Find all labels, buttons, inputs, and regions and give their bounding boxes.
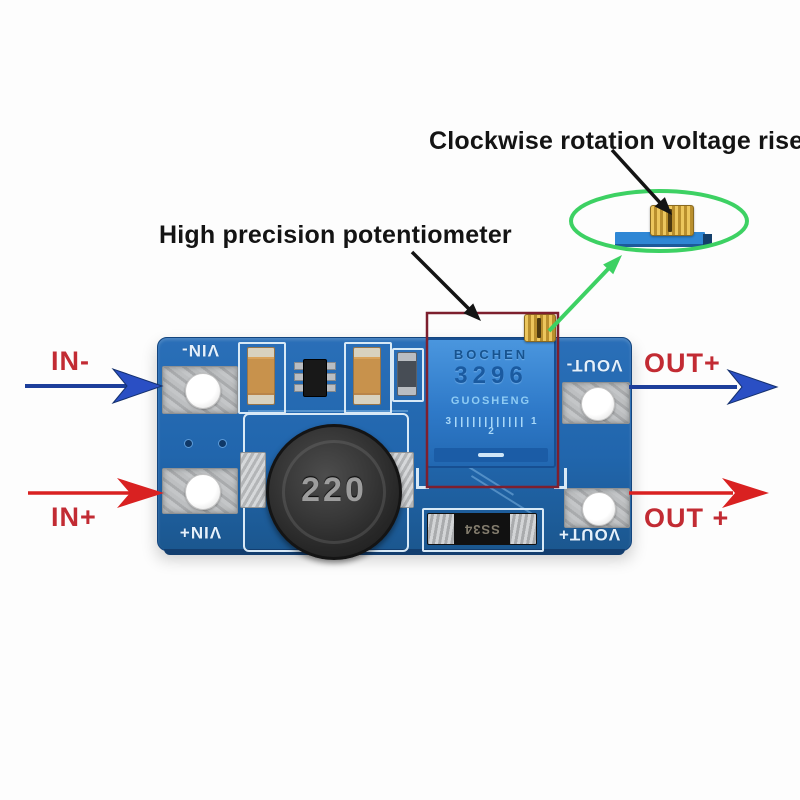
pcb-trace bbox=[248, 410, 408, 412]
silkscreen-vout-minus: VOUT- bbox=[565, 356, 623, 375]
trimpot-brand: BOCHEN bbox=[453, 347, 529, 362]
trimpot-silk-bracket bbox=[554, 468, 567, 489]
pad-hole bbox=[185, 373, 221, 409]
resistor-outline bbox=[392, 348, 424, 402]
potentiometer-note: High precision potentiometer bbox=[159, 221, 512, 249]
pad-hole bbox=[185, 474, 221, 510]
diode-body: SS34 bbox=[454, 514, 510, 544]
trimpot-maker: GUOSHENG bbox=[450, 395, 532, 407]
screw-slot bbox=[667, 209, 672, 232]
inductor-terminal-left bbox=[240, 452, 266, 508]
trimpot-rotor bbox=[434, 448, 548, 462]
inset-adjust-screw-icon bbox=[650, 205, 694, 236]
zoom-callout-arrowhead-icon bbox=[603, 255, 622, 275]
resistor bbox=[397, 352, 417, 396]
silkscreen-vout-plus: VOUT+ bbox=[557, 525, 621, 544]
boost-converter-module: VIN- VIN+ VOUT- VOUT+ 220 BOCHEN 3296 GU… bbox=[157, 337, 632, 560]
diode-marking: SS34 bbox=[464, 521, 500, 537]
pad-vout-minus bbox=[562, 382, 630, 424]
inductor-value: 220 bbox=[301, 470, 367, 509]
potentiometer-pointer-arrowhead-icon bbox=[463, 303, 481, 321]
out-plus-bottom-label: OUT + bbox=[644, 503, 730, 533]
pad-hole bbox=[581, 387, 615, 421]
capacitor-right bbox=[353, 347, 381, 405]
pad-hole bbox=[582, 492, 616, 526]
pad-vin-plus bbox=[162, 468, 238, 514]
diode-terminal bbox=[428, 514, 454, 544]
via-dot bbox=[184, 439, 193, 448]
diode-terminal bbox=[510, 514, 536, 544]
in-minus-label: IN- bbox=[51, 346, 90, 376]
diode-outline bbox=[422, 508, 544, 552]
silkscreen-vin-plus: VIN+ bbox=[178, 523, 222, 542]
inductor: 220 bbox=[266, 424, 402, 560]
screw-slot bbox=[537, 318, 541, 338]
zoom-callout-arrow bbox=[547, 265, 612, 333]
potentiometer-pointer-arrow bbox=[410, 250, 473, 313]
converter-ic bbox=[303, 359, 327, 397]
in-minus-arrowhead-icon bbox=[111, 367, 164, 405]
trimpot-rotor-slot bbox=[478, 453, 504, 457]
trimpot-scale-ticks bbox=[455, 416, 527, 427]
out-plus-top-arrowhead-icon bbox=[726, 368, 779, 406]
capacitor-left bbox=[247, 347, 275, 405]
pad-vout-plus bbox=[564, 488, 630, 528]
diode: SS34 bbox=[427, 513, 537, 545]
trimpot-adjust-screw-icon bbox=[524, 314, 556, 342]
trimpot-silk-bracket bbox=[416, 468, 429, 489]
silkscreen-vin-minus: VIN- bbox=[181, 341, 219, 360]
inset-trimpot-pin bbox=[703, 234, 712, 246]
trimpot: BOCHEN 3296 GUOSHENG 3 1 2 bbox=[426, 338, 556, 468]
trimpot-scale-right: 1 bbox=[531, 416, 537, 427]
via-dot bbox=[218, 439, 227, 448]
clockwise-pointer-arrow bbox=[610, 148, 665, 208]
pad-vin-minus bbox=[162, 366, 238, 414]
trimpot-scale-bottom: 2 bbox=[488, 426, 494, 437]
trimpot-model: 3296 bbox=[454, 362, 528, 389]
out-plus-top-label: OUT+ bbox=[644, 348, 721, 378]
clockwise-note: Clockwise rotation voltage rise bbox=[429, 127, 800, 155]
trimpot-scale-left: 3 bbox=[445, 416, 451, 427]
in-plus-label: IN+ bbox=[51, 502, 97, 532]
